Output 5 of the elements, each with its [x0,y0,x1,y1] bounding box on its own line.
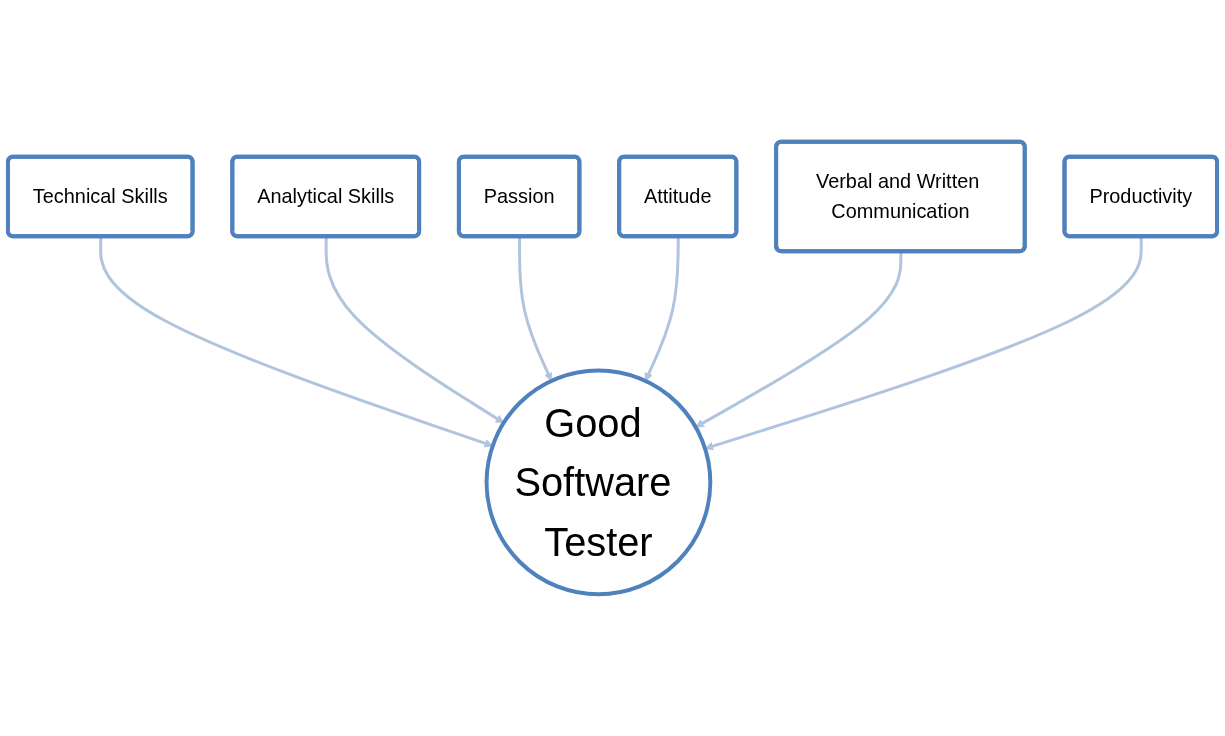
arrow [695,251,903,428]
node-circle: Good Software Tester [484,368,713,597]
arrow [644,236,680,382]
arrow [324,236,505,424]
arrow [518,236,553,382]
